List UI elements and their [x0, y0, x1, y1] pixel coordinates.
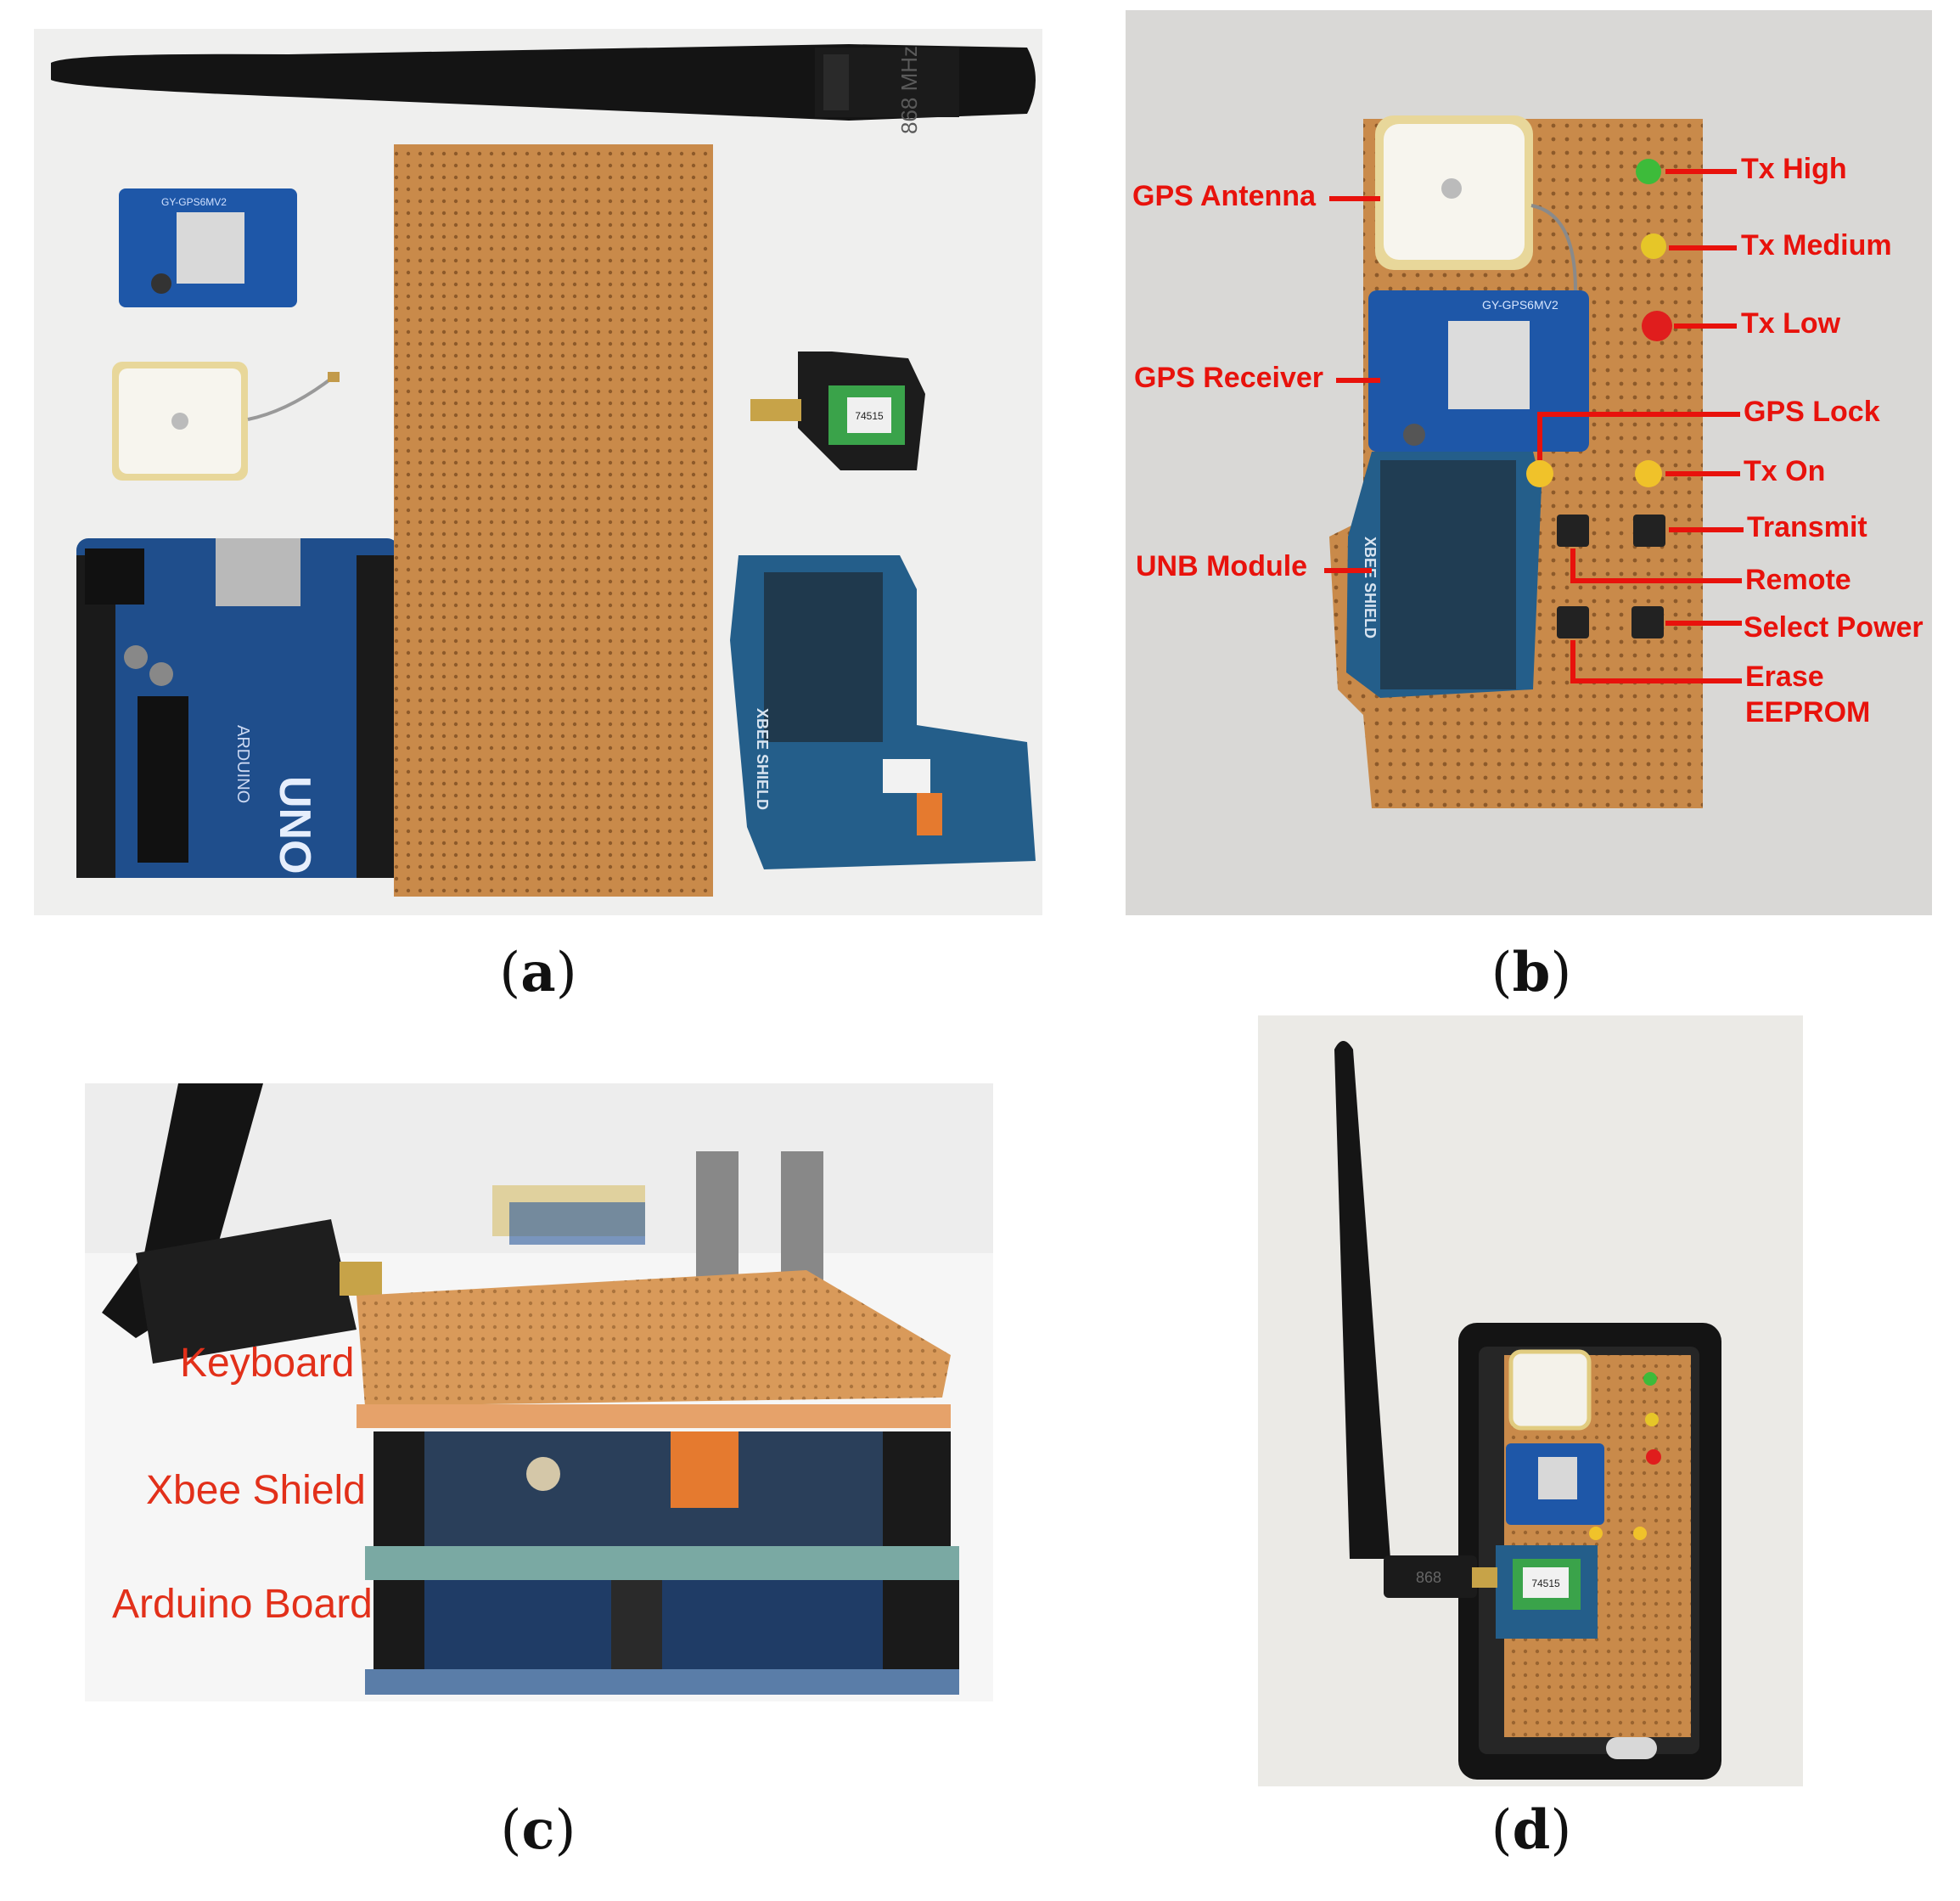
caption-d: (d)	[1491, 1798, 1572, 1862]
label-tx-low: Tx Low	[1741, 307, 1841, 340]
panel-d-photo: 74515 868	[1258, 1015, 1803, 1786]
led-tx-on	[1635, 460, 1662, 487]
stripboard	[394, 144, 713, 897]
button-select-power	[1557, 606, 1589, 638]
panel-c-photo: Keyboard Xbee Shield Arduino Board	[85, 1083, 993, 1701]
label-tx-high: Tx High	[1741, 153, 1847, 185]
leader-lines	[1324, 169, 1744, 683]
label-remote: Remote	[1745, 564, 1851, 596]
svg-text:GY-GPS6MV2: GY-GPS6MV2	[1482, 298, 1558, 312]
led-tx-high	[1636, 159, 1661, 184]
arduino-board-layer	[365, 1580, 959, 1695]
svg-text:UNO: UNO	[270, 776, 319, 875]
label-gps-lock: GPS Lock	[1744, 396, 1880, 428]
button-transmit	[1557, 515, 1589, 547]
xbee-shield-board: XBEE SHIELD	[730, 555, 1036, 869]
antenna-868mhz: 868 MHz	[51, 44, 1036, 134]
led-tx-low	[1642, 311, 1672, 341]
caption-b: (b)	[1491, 941, 1572, 1004]
keyboard-stripboard	[357, 1270, 951, 1428]
caption-c: (c)	[500, 1798, 576, 1862]
label-xbee-shield: Xbee Shield	[146, 1468, 366, 1513]
svg-text:ARDUINO: ARDUINO	[233, 725, 252, 803]
button-erase-eeprom	[1631, 606, 1664, 638]
button-remote	[1633, 515, 1665, 547]
panel-b-photo: GY-GPS6MV2 XBEE SHIELD	[1126, 10, 1932, 915]
label-gps-receiver: GPS Receiver	[1134, 362, 1324, 394]
xbee-shield-layer	[365, 1431, 959, 1580]
label-erase: Erase	[1745, 661, 1824, 693]
svg-text:XBEE SHIELD: XBEE SHIELD	[754, 708, 771, 810]
gps-patch-antenna	[1375, 115, 1577, 291]
label-select-power: Select Power	[1744, 611, 1923, 644]
label-arduino-board: Arduino Board	[112, 1582, 373, 1627]
svg-text:74515: 74515	[1531, 1578, 1560, 1589]
arduino-uno-board: UNO ARDUINO	[76, 538, 399, 878]
unb-module-shield: XBEE SHIELD	[1346, 452, 1542, 698]
label-tx-on: Tx On	[1744, 455, 1826, 487]
caption-a: (a)	[499, 941, 577, 1004]
svg-text:74515: 74515	[855, 410, 884, 422]
gps-receiver-board	[1506, 1443, 1604, 1525]
label-unb-module: UNB Module	[1136, 550, 1308, 582]
unb-xbee-module: 74515	[750, 352, 925, 470]
unb-xbee-module: 74515	[1496, 1545, 1598, 1639]
label-gps-antenna: GPS Antenna	[1132, 180, 1316, 212]
gps-receiver-board: GY-GPS6MV2	[1368, 290, 1589, 452]
label-keyboard: Keyboard	[180, 1341, 355, 1386]
gps-receiver-board: GY-GPS6MV2	[119, 188, 297, 307]
label-tx-medium: Tx Medium	[1741, 229, 1892, 262]
antenna	[102, 1083, 382, 1364]
svg-text:GY-GPS6MV2: GY-GPS6MV2	[161, 196, 227, 208]
panel-a-photo: 868 MHz GY-GPS6MV2 UNO AR	[34, 29, 1042, 915]
label-transmit: Transmit	[1747, 511, 1867, 543]
gps-patch-antenna	[1508, 1349, 1592, 1431]
svg-text:868: 868	[1416, 1569, 1441, 1586]
svg-text:XBEE SHIELD: XBEE SHIELD	[1362, 537, 1379, 638]
gps-patch-antenna	[112, 362, 340, 481]
antenna: 868	[1334, 1041, 1497, 1598]
led-tx-medium	[1641, 233, 1666, 259]
label-eeprom: EEPROM	[1745, 696, 1871, 728]
led-gps-lock	[1526, 460, 1553, 487]
svg-text:868 MHz: 868 MHz	[896, 46, 922, 134]
